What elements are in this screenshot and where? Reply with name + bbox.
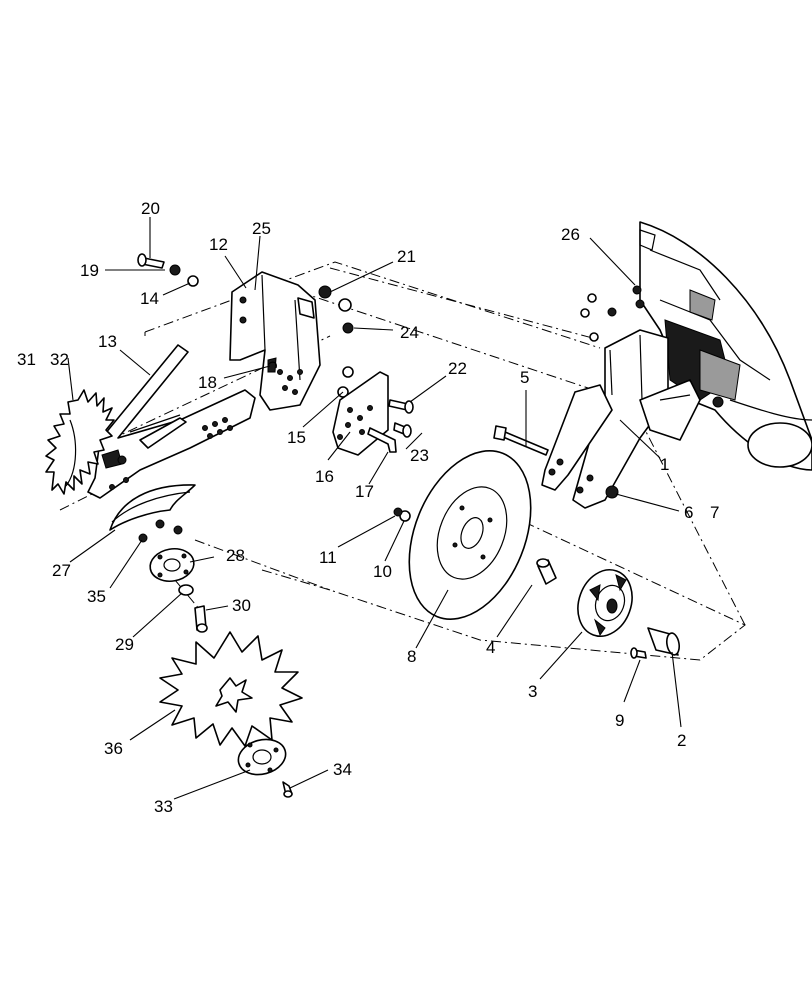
callout-2: 2: [677, 731, 686, 750]
callout-8: 8: [407, 647, 416, 666]
callout-32: 32: [50, 350, 69, 369]
spiked-wheel-part-36: [159, 631, 303, 747]
leader-lines: [67, 217, 682, 800]
callout-labels: 1 2 3 4 5 6 7 8 9 10 11 12 13 14 15 16 1…: [17, 199, 719, 816]
callout-10: 10: [373, 562, 392, 581]
callout-16: 16: [315, 467, 334, 486]
spiked-wheel-part-31: [45, 389, 115, 495]
callout-36: 36: [104, 739, 123, 758]
callout-18: 18: [198, 373, 217, 392]
callout-7: 7: [710, 503, 719, 522]
sleeve-part-2: [647, 627, 681, 656]
hub-part-3: [577, 569, 633, 637]
callout-19: 19: [80, 261, 99, 280]
callout-30: 30: [232, 596, 251, 615]
bolt-part-5: [493, 425, 549, 456]
callout-4: 4: [486, 638, 495, 657]
nut-part-24: [342, 322, 354, 334]
bolt-part-9: [630, 647, 647, 659]
shield-part-27: [109, 484, 196, 531]
callout-3: 3: [528, 682, 537, 701]
callout-14: 14: [140, 289, 159, 308]
callout-24: 24: [400, 323, 419, 342]
callout-13: 13: [98, 332, 117, 351]
bolt-part-34: [282, 781, 293, 798]
nuts-part-26: [580, 285, 645, 342]
machine-frame: [639, 221, 812, 471]
upper-bracket-part-12: [229, 271, 321, 411]
callout-9: 9: [615, 711, 624, 730]
bolt-part-30: [194, 605, 208, 633]
closing-arm-part-13: [87, 344, 256, 499]
clip-part-18: [267, 361, 277, 369]
arm-bracket-part-1: [541, 329, 701, 509]
callout-34: 34: [333, 760, 352, 779]
nut-part-6: [605, 485, 619, 499]
callout-35: 35: [87, 587, 106, 606]
nut-part-14: [187, 275, 199, 287]
callout-25: 25: [252, 219, 271, 238]
washer-part-29: [178, 584, 194, 596]
callout-20: 20: [141, 199, 160, 218]
spacers-part-15: [337, 366, 354, 398]
callout-26: 26: [561, 225, 580, 244]
callout-31: 31: [17, 350, 36, 369]
pin-part-17: [367, 427, 397, 453]
callout-12: 12: [209, 235, 228, 254]
callout-29: 29: [115, 635, 134, 654]
callout-28: 28: [226, 546, 245, 565]
washer-part-19: [169, 264, 181, 276]
nut-part-11: [393, 507, 403, 517]
callout-1: 1: [660, 455, 669, 474]
callout-33: 33: [154, 797, 173, 816]
spacer-part-4: [536, 558, 557, 585]
callout-22: 22: [448, 359, 467, 378]
callout-23: 23: [410, 446, 429, 465]
callout-15: 15: [287, 428, 306, 447]
callout-21: 21: [397, 247, 416, 266]
hub-part-33: [237, 738, 287, 776]
bolt-part-22: [388, 399, 414, 414]
callout-6: 6: [684, 503, 693, 522]
hub-part-28: [149, 547, 195, 583]
callout-5: 5: [520, 368, 529, 387]
bolt-part-23: [393, 422, 412, 438]
callout-17: 17: [355, 482, 374, 501]
nuts-part-35: [138, 519, 183, 543]
callout-27: 27: [52, 561, 71, 580]
callout-11: 11: [319, 548, 337, 567]
bolt-part-20: [137, 253, 165, 269]
disc-blade-part-8: [408, 450, 532, 620]
